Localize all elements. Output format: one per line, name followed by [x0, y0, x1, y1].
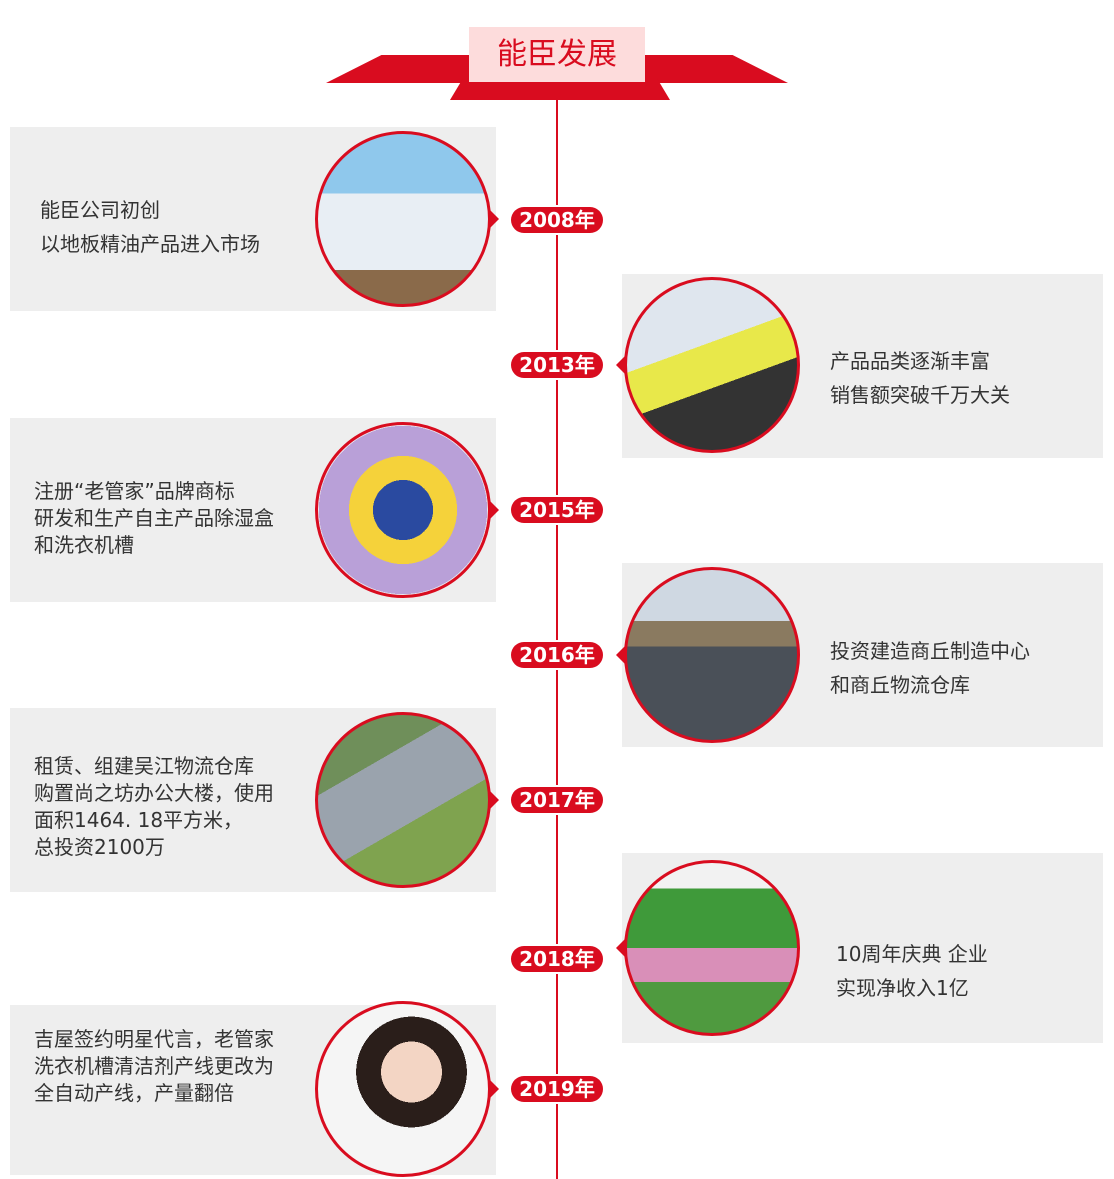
- factory-building-photo: [315, 131, 491, 307]
- timeline-axis: [556, 95, 558, 1179]
- event-description: 能臣公司初创以地板精油产品进入市场: [40, 193, 260, 261]
- year-badge: 2008年: [511, 207, 603, 233]
- product-packaging-photo: [315, 422, 491, 598]
- page-title: 能臣发展: [469, 27, 645, 82]
- event-description: 注册“老管家”品牌商标研发和生产自主产品除湿盒和洗衣机槽: [34, 478, 274, 559]
- year-badge: 2018年: [511, 946, 603, 972]
- event-line: 能臣公司初创: [40, 198, 160, 222]
- event-line: 面积1464. 18平方米，: [34, 808, 244, 832]
- event-description: 10周年庆典 企业实现净收入1亿: [836, 937, 988, 1005]
- event-line: 购置尚之坊办公大楼，使用: [34, 781, 274, 805]
- event-line: 总投资2100万: [34, 835, 165, 859]
- event-line: 产品品类逐渐丰富: [830, 349, 990, 373]
- year-badge: 2019年: [511, 1076, 603, 1102]
- spokesperson-portrait-photo: [315, 1001, 491, 1177]
- pointer-arrow-icon: [490, 791, 499, 809]
- year-badge: 2016年: [511, 642, 603, 668]
- event-description: 租赁、组建吴江物流仓库购置尚之坊办公大楼，使用面积1464. 18平方米， 总投资…: [34, 753, 274, 861]
- event-line: 投资建造商丘制造中心: [830, 639, 1030, 663]
- event-description: 投资建造商丘制造中心和商丘物流仓库: [830, 634, 1030, 702]
- year-badge: 2017年: [511, 787, 603, 813]
- pointer-arrow-icon: [616, 939, 625, 957]
- event-line: 和商丘物流仓库: [830, 673, 970, 697]
- pointer-arrow-icon: [490, 210, 499, 228]
- year-badge: 2013年: [511, 352, 603, 378]
- event-line: 洗衣机槽清洁剂产线更改为: [34, 1054, 274, 1078]
- lab-computer-photo: [624, 277, 800, 453]
- celebration-photo: [624, 860, 800, 1036]
- event-description: 产品品类逐渐丰富销售额突破千万大关: [830, 344, 1010, 412]
- pointer-arrow-icon: [616, 646, 625, 664]
- event-line: 吉屋签约明星代言，老管家: [34, 1027, 274, 1051]
- title-ribbon-lower: [450, 78, 670, 100]
- aerial-campus-photo: [315, 712, 491, 888]
- pointer-arrow-icon: [616, 356, 625, 374]
- year-badge: 2015年: [511, 497, 603, 523]
- event-line: 全自动产线，产量翻倍: [34, 1081, 234, 1105]
- event-line: 注册“老管家”品牌商标: [34, 479, 235, 503]
- warehouse-conveyor-photo: [624, 567, 800, 743]
- event-line: 10周年庆典 企业: [836, 942, 988, 966]
- event-line: 销售额突破千万大关: [830, 383, 1010, 407]
- event-line: 和洗衣机槽: [34, 533, 134, 557]
- event-line: 以地板精油产品进入市场: [40, 232, 260, 256]
- event-description: 吉屋签约明星代言，老管家洗衣机槽清洁剂产线更改为全自动产线，产量翻倍: [34, 1026, 274, 1107]
- event-line: 研发和生产自主产品除湿盒: [34, 506, 274, 530]
- pointer-arrow-icon: [490, 1080, 499, 1098]
- pointer-arrow-icon: [490, 501, 499, 519]
- event-line: 实现净收入1亿: [836, 976, 969, 1000]
- event-line: 租赁、组建吴江物流仓库: [34, 754, 254, 778]
